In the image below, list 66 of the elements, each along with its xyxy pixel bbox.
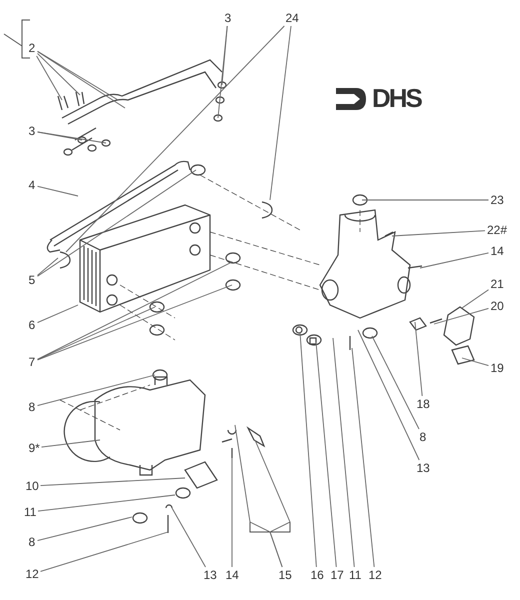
callout-number: 2 [28,41,36,55]
leader-line [37,50,118,100]
leader-line [37,51,126,108]
callout-number: 14 [490,244,505,258]
callout-number: 12 [24,567,40,581]
leader-line [352,348,375,568]
callout-number: 8 [418,430,428,444]
leader-line [37,52,80,96]
leader-line [36,56,62,100]
callout-number: 11 [23,505,38,519]
leader-line [41,440,100,448]
callout-number: 20 [490,299,505,313]
callout-number: 19 [490,361,505,375]
leader-line [462,358,489,366]
leader-line [372,336,420,430]
leader-line [332,338,355,568]
leader-line [66,26,285,252]
leader-line [38,494,176,512]
leader-line [37,131,106,144]
leader-line [37,284,232,360]
leader-line [37,262,232,360]
leader-line [37,186,78,196]
callout-number: 3 [224,11,232,25]
leader-line [37,374,156,406]
callout-number: 21 [490,277,505,291]
callout-number: 9* [28,441,41,455]
callout-number: 13 [416,461,431,475]
leader-line [218,26,228,118]
leader-line [37,516,132,542]
leader-line [392,230,486,236]
callout-number: 11 [348,568,362,582]
callout-number: 15 [278,568,293,582]
callout-number: 24 [284,11,300,25]
leader-line [300,332,317,568]
section-label: DHS [372,84,421,112]
callout-number: 5 [28,273,36,287]
leader-line [434,308,489,324]
callout-number: 23 [490,193,505,207]
callout-number: 3 [28,124,36,138]
callout-number: 18 [416,397,431,411]
leader-line [37,258,58,276]
callout-number: 12 [368,568,383,582]
leader-line [414,322,423,396]
leader-line [40,478,186,486]
leader-line [462,289,489,308]
leader-line [172,508,206,568]
leader-line [37,304,78,324]
callout-number: 6 [28,318,36,332]
leader-line [358,330,420,460]
callout-number: 22# [486,223,508,237]
leader-line [270,26,292,200]
callout-number: 14 [224,568,240,582]
callout-number: 7 [28,355,36,369]
callout-number: 4 [28,178,36,192]
leader-line [420,252,489,268]
callout-number: 10 [24,479,40,493]
callout-number: 13 [202,568,218,582]
leader-line [254,440,291,568]
callout-number: 8 [28,535,36,549]
leader-line [40,532,168,572]
leader-line [37,132,82,140]
callout-number: 8 [28,400,36,414]
leader-line [37,170,196,277]
callout-number: 17 [330,568,345,582]
leader-line [316,342,337,568]
callout-number: 16 [310,568,325,582]
